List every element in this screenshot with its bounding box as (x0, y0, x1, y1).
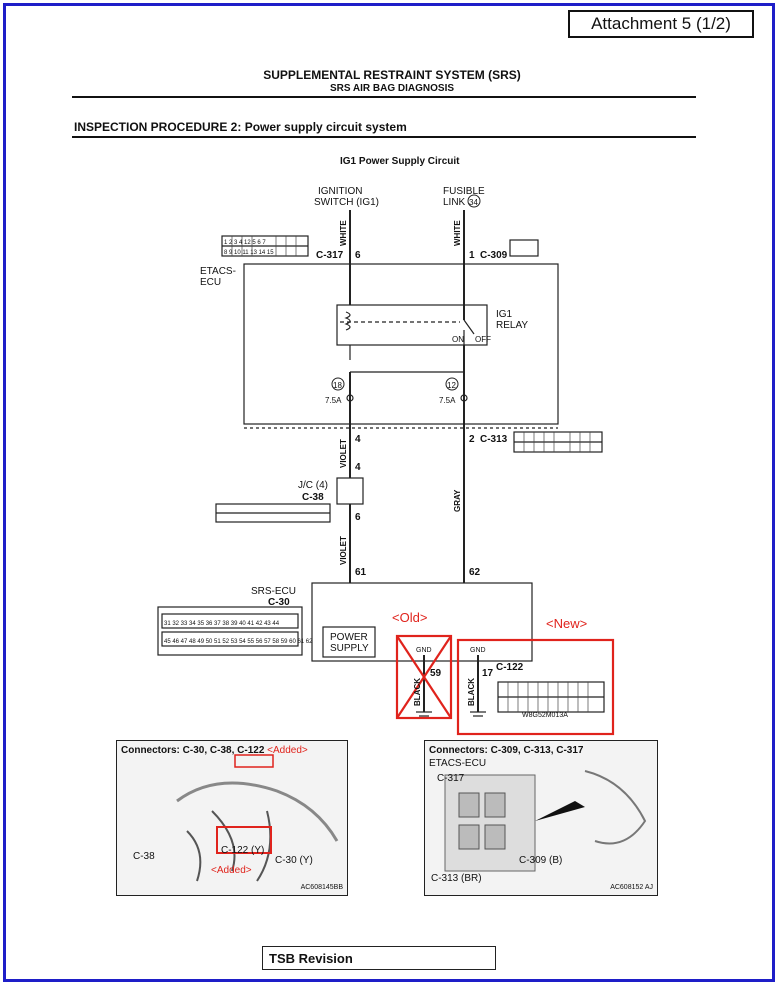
c317-row1: 1 2 3 4 12 5 6 7 (224, 240, 266, 246)
jc-label: J/C (4) (298, 480, 328, 491)
etacs-ecu-unit (444, 774, 536, 872)
power-supply-label-1: POWER (330, 632, 368, 643)
pin-4b: 4 (355, 462, 361, 473)
wire-black-new: BLACK (467, 678, 476, 706)
pin-1: 1 (469, 250, 475, 261)
c122-highlight-box (216, 826, 272, 854)
new-ground-box (456, 638, 615, 736)
pin-17: 17 (482, 668, 494, 679)
connector-c309-grid (509, 239, 539, 257)
c317-row2: 8 9 10 11 13 14 15 (224, 250, 274, 256)
page-border (3, 3, 775, 982)
wire-violet-lower: VIOLET (339, 536, 348, 565)
photo-right-c309: C-309 (B) (519, 855, 563, 866)
relay-box (336, 304, 488, 346)
wire-violet-upper: VIOLET (339, 439, 348, 468)
photo-left-c30: C-30 (Y) (275, 855, 313, 866)
wire-white-right: WHITE (453, 220, 462, 246)
photo-right-title: Connectors: C-309, C-313, C-317 (429, 745, 584, 756)
pin-2: 2 (469, 434, 475, 445)
etacs-ecu-box (243, 263, 559, 425)
connector-c30-label: C-30 (268, 597, 290, 608)
ignition-label-2: SWITCH (IG1) (314, 197, 379, 208)
connector-c122-label: C-122 (496, 662, 524, 673)
connector-c309-label: C-309 (480, 250, 508, 261)
photo-right-c313: C-313 (BR) (431, 873, 482, 884)
circuit-title: IG1 Power Supply Circuit (340, 156, 460, 167)
etacs-label-1: ETACS- (200, 266, 236, 277)
connector-photo-left: Connectors: C-30, C-38, C-122 <Added> C-… (116, 740, 348, 896)
gnd-old: GND (416, 647, 432, 654)
connector-c38-label: C-38 (302, 492, 324, 503)
fuse-12-rating: 7.5A (439, 396, 456, 405)
power-supply-box (322, 626, 376, 658)
pin-6: 6 (355, 250, 361, 261)
old-tag: <Old> (392, 610, 427, 625)
relay-on: ON (452, 335, 464, 344)
wire-black-old: BLACK (413, 678, 422, 706)
pin-62: 62 (469, 567, 481, 578)
document-subtitle: SRS AIR BAG DIAGNOSIS (329, 83, 455, 94)
connector-photo-right: Connectors: C-309, C-313, C-317 ETACS-EC… (424, 740, 658, 896)
fusible-label-1: FUSIBLE (443, 186, 485, 197)
photo-right-code: AC608152 AJ (610, 884, 653, 891)
photo-right-subtitle: ETACS-ECU (429, 758, 487, 769)
pin-59: 59 (430, 668, 442, 679)
photo-right-c317: C-317 (437, 773, 465, 784)
connector-c30-grid (157, 606, 303, 656)
fuse-18-rating: 7.5A (325, 396, 342, 405)
pin-6b: 6 (355, 512, 361, 523)
fusible-number-circle (467, 194, 481, 208)
fusible-label-2: LINK (443, 197, 466, 208)
wire-white-left: WHITE (339, 220, 348, 246)
photo-left-c122: C-122 (Y) (221, 845, 265, 856)
photo-left-c38: C-38 (133, 851, 155, 862)
header-rule (72, 96, 696, 98)
power-supply-label-2: SUPPLY (330, 643, 369, 654)
photo-left-code: AC608145BB (300, 884, 343, 891)
diagram-code: W8G52M013A (522, 712, 568, 719)
fusible-number: 34 (469, 198, 478, 207)
procedure-title: INSPECTION PROCEDURE 2: Power supply cir… (74, 120, 407, 134)
relay-label-1: IG1 (496, 309, 513, 320)
fuse-18: 18 (333, 381, 342, 390)
photo-left-added: <Added> (211, 865, 252, 876)
srs-ecu-label: SRS-ECU (251, 586, 296, 597)
new-tag: <New> (546, 616, 587, 631)
etacs-label-2: ECU (200, 277, 221, 288)
tsb-revision-box: TSB Revision (262, 946, 496, 970)
gnd-new: GND (470, 647, 486, 654)
srs-ecu-box (311, 582, 533, 662)
relay-label-2: RELAY (496, 320, 528, 331)
c30-row1: 31 32 33 34 35 36 37 38 39 40 41 42 43 4… (164, 621, 280, 627)
pin-61: 61 (355, 567, 367, 578)
ignition-label-1: IGNITION (318, 186, 362, 197)
photo-left-title: Connectors: C-30, C-38, C-122 <Added> (121, 745, 308, 756)
relay-off: OFF (475, 335, 491, 344)
connector-c317-label: C-317 (316, 250, 344, 261)
old-ground-box (395, 634, 453, 720)
document-title: SUPPLEMENTAL RESTRAINT SYSTEM (SRS) (263, 68, 521, 82)
jc-box (336, 477, 364, 505)
c30-row2: 45 46 47 48 49 50 51 52 53 54 55 56 57 5… (164, 639, 313, 645)
wire-gray: GRAY (453, 489, 462, 512)
pin-4: 4 (355, 434, 361, 445)
connector-c313-label: C-313 (480, 434, 508, 445)
procedure-rule (72, 136, 696, 138)
fuse-12: 12 (447, 381, 456, 390)
attachment-label: Attachment 5 (1/2) (568, 10, 754, 38)
